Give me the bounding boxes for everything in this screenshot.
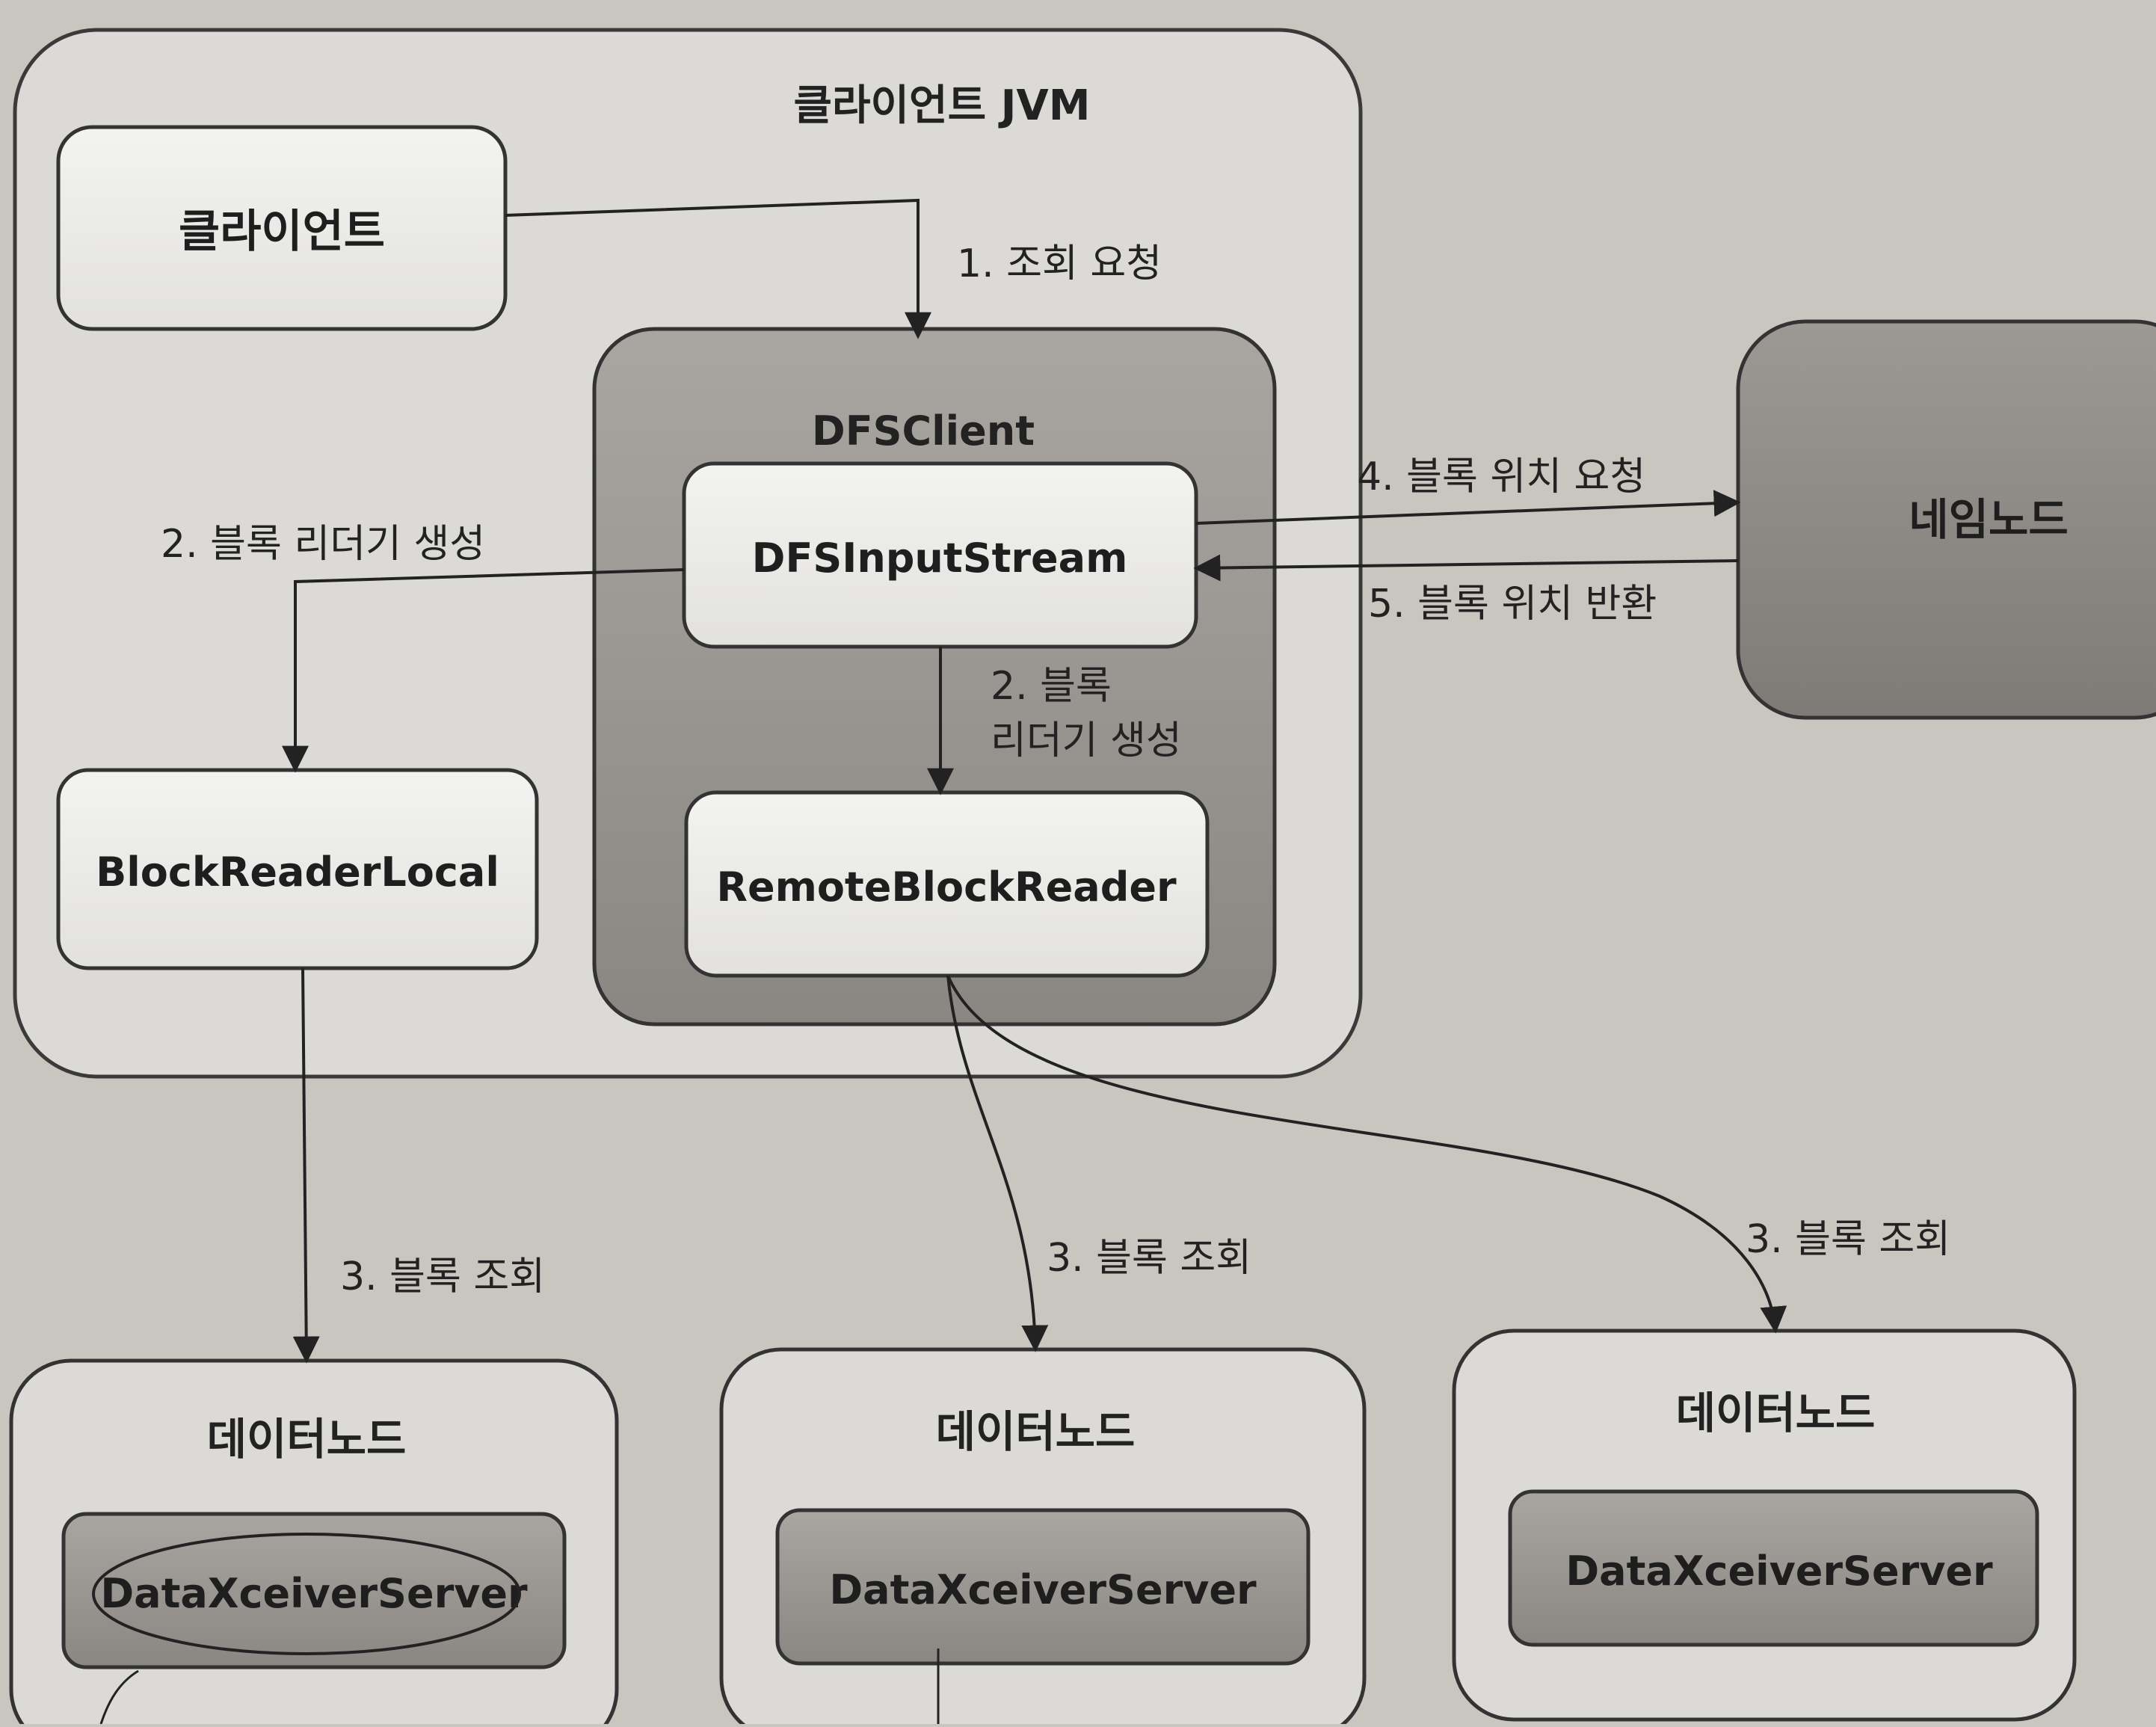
edge-block-location-request-label: 4. 블록 위치 요청 bbox=[1357, 455, 1645, 499]
dfs-input-stream-node: DFSInputStream bbox=[682, 461, 1198, 649]
remote-block-reader-node: RemoteBlockReader bbox=[684, 790, 1210, 978]
client-node: 클라이언트 bbox=[56, 125, 508, 331]
datanode-2-title: 데이터노드 bbox=[936, 1406, 1136, 1457]
edge-create-reader-left-label: 2. 블록 리더기 생성 bbox=[161, 522, 485, 567]
edge-block-location-return-label: 5. 블록 위치 반환 bbox=[1368, 582, 1657, 627]
edge-lookup-request-label: 1. 조회 요청 bbox=[957, 241, 1162, 286]
datanode-2: 데이터노드 DataXceiverServer bbox=[719, 1347, 1367, 1727]
datanode-2-server-label: DataXceiverServer bbox=[829, 1566, 1257, 1613]
edge-block-read-2 bbox=[946, 975, 1049, 1352]
datanode-1-title: 데이터노드 bbox=[207, 1414, 407, 1465]
dfsclient-title: DFSClient bbox=[812, 407, 1035, 455]
datanode-3: 데이터노드 DataXceiverServer bbox=[1452, 1329, 2077, 1722]
client-jvm-title: 클라이언트 JVM bbox=[794, 81, 1091, 130]
dfs-input-stream-label: DFSInputStream bbox=[752, 535, 1128, 582]
datanode-2-server-box bbox=[775, 1508, 1310, 1666]
datanode-3-server-label: DataXceiverServer bbox=[1565, 1548, 1993, 1595]
namenode-node: 네임노드 bbox=[1736, 319, 2156, 720]
edge-block-location-request bbox=[1195, 490, 1741, 525]
edge-create-reader-mid-label-2: 리더기 생성 bbox=[991, 718, 1182, 763]
edge-block-read-1 bbox=[292, 967, 320, 1364]
hand-drawn-circle-mark bbox=[92, 1533, 521, 1655]
namenode-label: 네임노드 bbox=[1909, 494, 2068, 545]
edge-block-read-3-label: 3. 블록 조회 bbox=[1746, 1217, 1950, 1262]
block-reader-local-node: BlockReaderLocal bbox=[56, 768, 539, 970]
edge-create-reader-left bbox=[282, 568, 685, 773]
edge-lookup-request bbox=[505, 198, 931, 339]
edge-create-reader-mid-label-1: 2. 블록 bbox=[991, 664, 1112, 709]
edge-block-read-2-label: 3. 블록 조회 bbox=[1047, 1236, 1251, 1281]
block-reader-local-label: BlockReaderLocal bbox=[96, 849, 499, 896]
datanode-1: 데이터노드 DataXceiverServer bbox=[9, 1358, 619, 1727]
datanode-1-server-box bbox=[61, 1512, 567, 1669]
datanode-1-server-label: DataXceiverServer bbox=[100, 1570, 528, 1617]
pen-stroke-left bbox=[99, 1669, 139, 1725]
remote-block-reader-label: RemoteBlockReader bbox=[716, 864, 1177, 911]
edge-block-read-3 bbox=[946, 975, 1787, 1334]
datanode-3-server-box bbox=[1508, 1489, 2039, 1647]
edge-block-location-return bbox=[1193, 554, 1739, 582]
client-label: 클라이언트 bbox=[179, 206, 385, 258]
edge-block-read-1-label: 3. 블록 조회 bbox=[340, 1255, 545, 1299]
datanode-3-title: 데이터노드 bbox=[1676, 1388, 1876, 1438]
